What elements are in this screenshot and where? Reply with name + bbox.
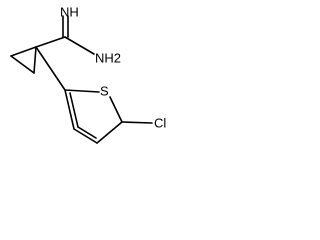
bonds — [10, 15, 153, 144]
bond-thiophene-s-c5 — [109, 96, 123, 123]
structure-diagram: NH NH2 S Cl — [10, 4, 166, 144]
bond-ring-to-thiophene — [35, 46, 66, 91]
bond-thiophene-c2-s — [64, 89, 100, 93]
bond-thiophene-c4-c3 — [73, 128, 98, 144]
bond-thiophene-c5-c4 — [96, 121, 123, 144]
bond-cyclopropane-3 — [33, 46, 37, 74]
label-ring-sulfur: S — [100, 83, 109, 98]
bond-cyclopropane-1 — [10, 46, 37, 57]
atom-labels: NH NH2 S Cl — [60, 4, 166, 130]
bond-amidine-to-nh2 — [64, 36, 95, 55]
bond-thiophene-c3-c2-inner — [69, 92, 79, 128]
label-imine-nitrogen: NH — [60, 4, 79, 19]
label-chlorine: Cl — [154, 115, 166, 130]
bond-ring-to-amidine-carbon — [35, 36, 66, 48]
bond-c5-to-chlorine — [121, 121, 153, 124]
bond-thiophene-c3-c2 — [64, 89, 75, 130]
bond-thiophene-c4-c3-inner — [77, 126, 97, 139]
label-amine-nitrogen: NH2 — [95, 50, 121, 65]
bond-cyclopropane-2 — [10, 55, 35, 74]
